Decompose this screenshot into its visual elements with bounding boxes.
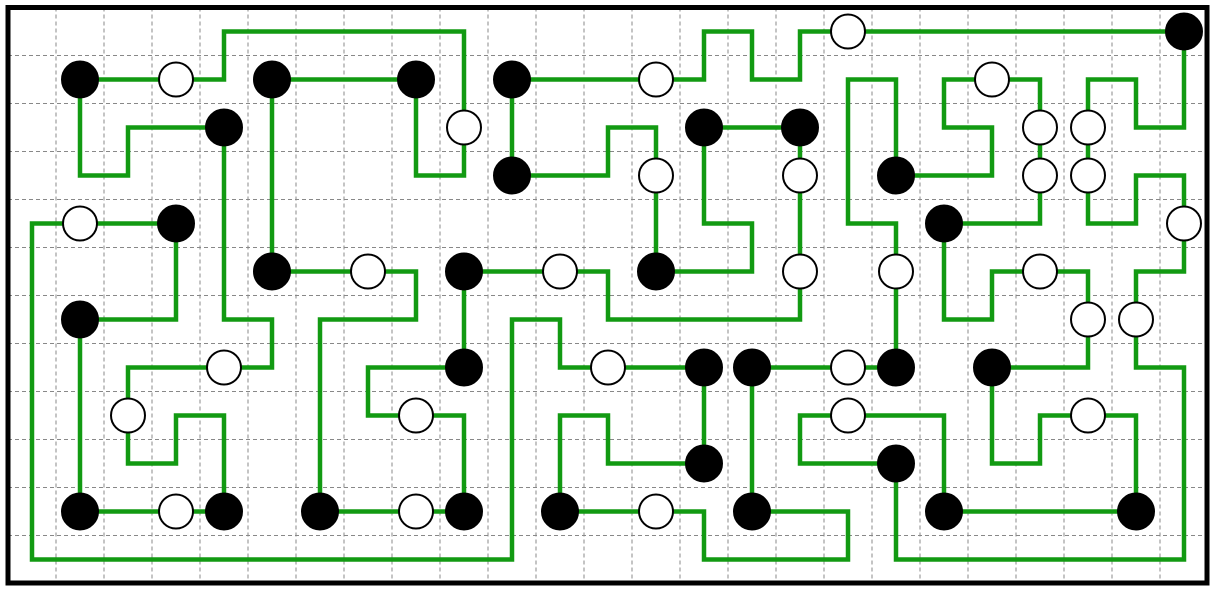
black-pearl [925,492,963,531]
black-pearl [685,444,723,483]
white-pearl [830,349,866,386]
black-pearl [1165,12,1203,51]
black-pearl [493,60,531,99]
white-pearl [782,253,818,290]
board-border [5,5,1210,586]
black-pearl [301,492,339,531]
solution-loop [29,29,1187,562]
white-pearl [782,157,818,194]
white-pearl [638,493,674,530]
white-pearl [830,13,866,50]
white-pearl [1070,301,1106,338]
black-pearl [973,348,1011,387]
grid-lines [8,7,1208,584]
white-pearl [638,61,674,98]
white-pearl [398,397,434,434]
black-pearl [877,348,915,387]
white-pearl [1118,301,1154,338]
white-pearl [1022,109,1058,146]
black-pearl [685,348,723,387]
black-pearl [61,492,99,531]
black-pearl [781,108,819,147]
pearls [61,12,1203,531]
white-pearl [1022,253,1058,290]
white-pearl [158,61,194,98]
black-pearl [877,444,915,483]
white-pearl [1166,205,1202,242]
black-pearl [397,60,435,99]
black-pearl [733,348,771,387]
black-pearl [685,108,723,147]
black-pearl [61,60,99,99]
white-pearl [158,493,194,530]
black-pearl [877,156,915,195]
black-pearl [205,492,243,531]
black-pearl [445,492,483,531]
black-pearl [493,156,531,195]
white-pearl [590,349,626,386]
black-pearl [61,300,99,339]
white-pearl [350,253,386,290]
white-pearl [1070,397,1106,434]
black-pearl [733,492,771,531]
black-pearl [1117,492,1155,531]
white-pearl [878,253,914,290]
white-pearl [110,397,146,434]
white-pearl [446,109,482,146]
white-pearl [974,61,1010,98]
black-pearl [445,348,483,387]
black-pearl [253,252,291,291]
black-pearl [637,252,675,291]
white-pearl [542,253,578,290]
black-pearl [445,252,483,291]
white-pearl [638,157,674,194]
black-pearl [925,204,963,243]
white-pearl [398,493,434,530]
black-pearl [157,204,195,243]
white-pearl [1022,157,1058,194]
white-pearl [1070,157,1106,194]
black-pearl [541,492,579,531]
white-pearl [1070,109,1106,146]
white-pearl [62,205,98,242]
black-pearl [205,108,243,147]
white-pearl [830,397,866,434]
black-pearl [253,60,291,99]
white-pearl [206,349,242,386]
